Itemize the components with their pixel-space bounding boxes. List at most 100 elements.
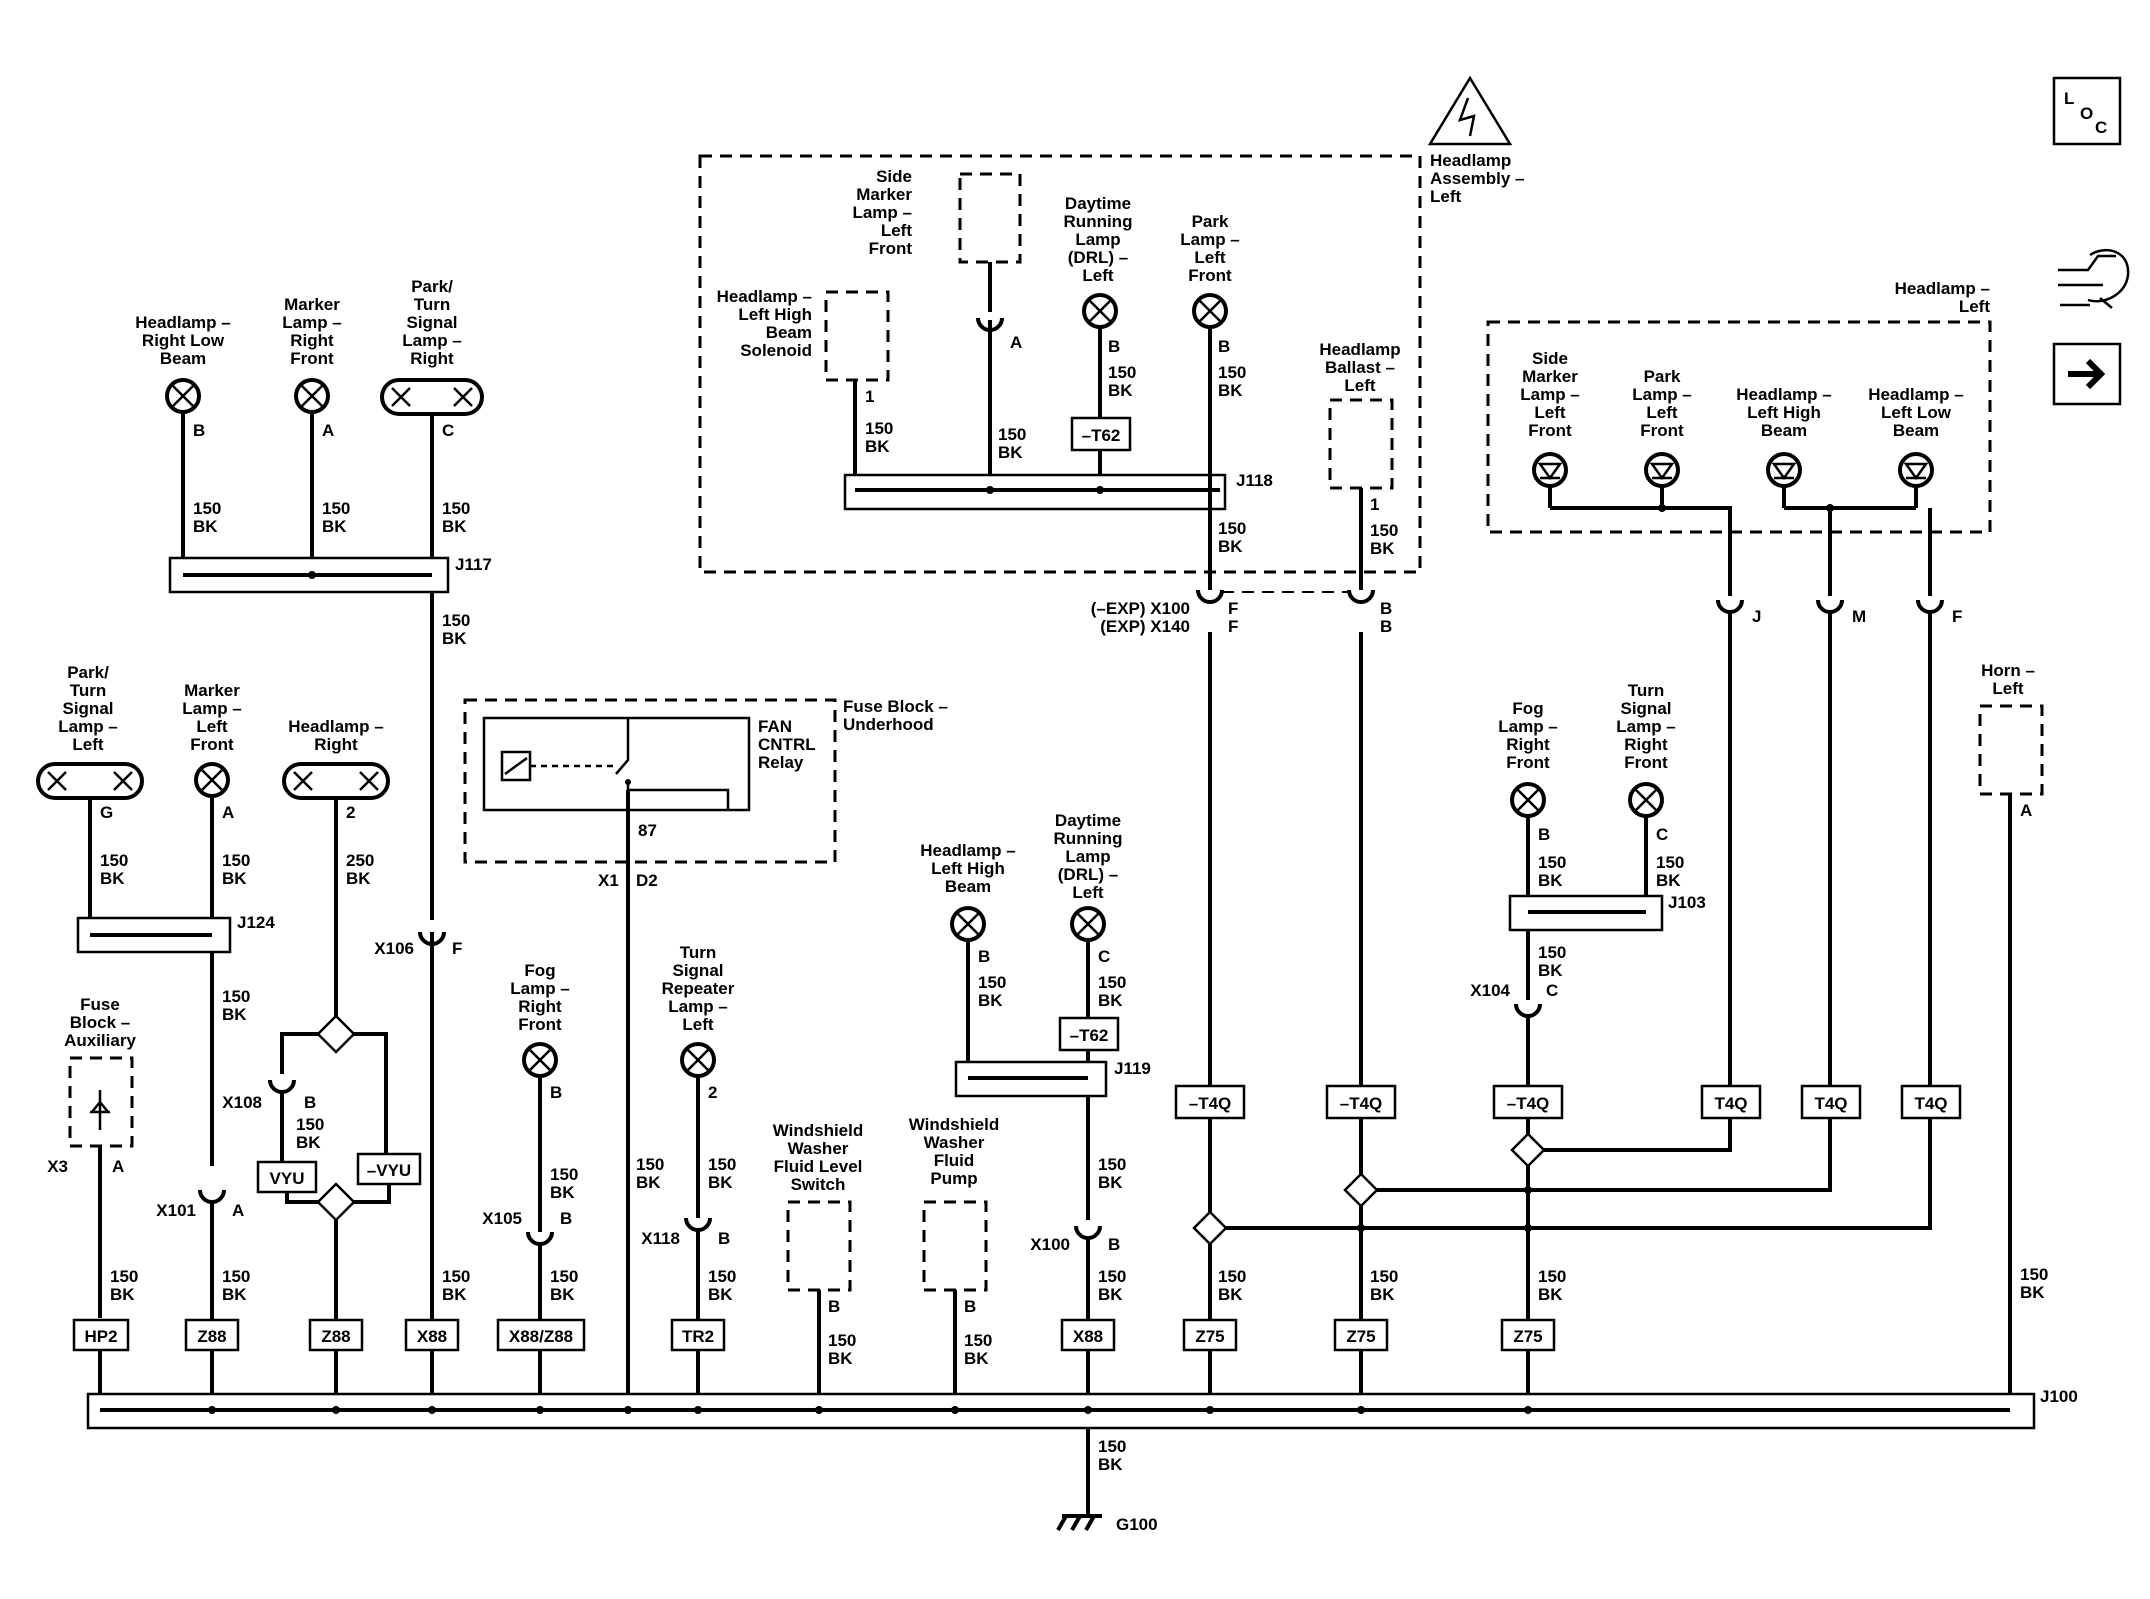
svg-text:2: 2 [346, 803, 355, 822]
svg-text:A: A [1010, 333, 1022, 352]
svg-text:150: 150 [1098, 1267, 1126, 1286]
svg-text:Lamp –: Lamp – [182, 699, 242, 718]
svg-text:Headlamp –: Headlamp – [1736, 385, 1831, 404]
svg-text:B: B [193, 421, 205, 440]
svg-text:X100: X100 [1030, 1235, 1070, 1254]
svg-text:B: B [550, 1083, 562, 1102]
svg-text:Headlamp –: Headlamp – [288, 717, 383, 736]
svg-text:Z75: Z75 [1513, 1327, 1542, 1346]
svg-text:BK: BK [2020, 1283, 2045, 1302]
svg-text:Right: Right [518, 997, 562, 1016]
svg-text:Left: Left [1344, 376, 1376, 395]
svg-text:Left: Left [1082, 266, 1114, 285]
svg-text:BK: BK [442, 517, 467, 536]
svg-text:(DRL) –: (DRL) – [1068, 248, 1128, 267]
svg-text:Daytime: Daytime [1055, 811, 1121, 830]
svg-text:B: B [1380, 617, 1392, 636]
side-marker-wire: 150 BK [988, 320, 1026, 490]
headlamp-right: Headlamp – Right 2 250 BK X108 B 150 BK … [222, 717, 422, 1410]
svg-text:Lamp –: Lamp – [1616, 717, 1676, 736]
headlamp-assembly-left-label: Headlamp Assembly – Left [1430, 151, 1525, 206]
svg-text:Running: Running [1054, 829, 1123, 848]
next-page-arrow-icon[interactable] [2052, 342, 2122, 406]
svg-text:Front: Front [1506, 753, 1550, 772]
svg-text:Switch: Switch [791, 1175, 846, 1194]
svg-text:Left: Left [682, 1015, 714, 1034]
connector-x100-x140[interactable]: (–EXP) X100 (EXP) X140 F F B B [1091, 578, 1393, 636]
svg-text:Lamp –: Lamp – [1180, 230, 1240, 249]
svg-text:Headlamp –: Headlamp – [920, 841, 1015, 860]
svg-text:C: C [1098, 947, 1110, 966]
svg-text:Right: Right [410, 349, 454, 368]
marker-lamp-lf: Marker Lamp – Left Front A 150 BK 150 BK [182, 681, 250, 1166]
svg-text:Side: Side [876, 167, 912, 186]
svg-text:Left: Left [72, 735, 104, 754]
svg-text:Marker: Marker [1522, 367, 1578, 386]
svg-text:Fog: Fog [524, 961, 555, 980]
headlamp-left-high-beam-2: Headlamp – Left High Beam [1736, 385, 1832, 508]
headlamp-left-group-wiring: J M F [1550, 504, 1962, 1086]
connector-x101[interactable]: X101 A [156, 1189, 244, 1220]
svg-text:B: B [718, 1229, 730, 1248]
svg-text:X106: X106 [374, 939, 414, 958]
svg-text:BK: BK [296, 1133, 321, 1152]
svg-text:Horn –: Horn – [1981, 661, 2035, 680]
svg-text:Signal: Signal [672, 961, 723, 980]
svg-text:A: A [112, 1157, 124, 1176]
svg-text:Solenoid: Solenoid [740, 341, 812, 360]
side-marker-lamp-lf-2: Side Marker Lamp – Left Front [1520, 349, 1580, 508]
splice-j119: J119 150 BK [954, 1059, 1151, 1192]
svg-text:Left: Left [1959, 297, 1991, 316]
svg-text:Signal: Signal [1620, 699, 1671, 718]
svg-text:BK: BK [998, 443, 1023, 462]
bottom-wire-labels: 150 BK 150 BK 150 BK 150 BK 150 BK [222, 1267, 1126, 1304]
svg-text:150: 150 [828, 1331, 856, 1350]
svg-text:Lamp –: Lamp – [852, 203, 912, 222]
svg-text:Left: Left [1646, 403, 1678, 422]
svg-text:Front: Front [518, 1015, 562, 1034]
svg-text:CNTRL: CNTRL [758, 735, 816, 754]
loc-icon[interactable]: L O C [2052, 76, 2122, 146]
svg-text:Beam: Beam [766, 323, 812, 342]
ground-g100: 150 BK G100 [1056, 1428, 1158, 1534]
svg-text:T4Q: T4Q [1914, 1094, 1947, 1113]
svg-text:HP2: HP2 [84, 1327, 117, 1346]
park-lamp-lf-2: Park Lamp – Left Front [1632, 367, 1692, 508]
svg-text:X118: X118 [641, 1229, 680, 1248]
svg-text:1: 1 [1370, 495, 1379, 514]
svg-text:F: F [1228, 599, 1238, 618]
turn-signal-repeater-lamp-left: Turn Signal Repeater Lamp – Left 2 150 B… [641, 943, 736, 1410]
svg-text:Ballast –: Ballast – [1325, 358, 1395, 377]
drl-left-lamp: Daytime Running Lamp (DRL) – Left B 150 … [1064, 194, 1136, 490]
svg-text:250: 250 [346, 851, 374, 870]
svg-text:Left: Left [1430, 187, 1462, 206]
connector-x104[interactable]: X104 C [1470, 981, 1558, 1096]
svg-text:Lamp –: Lamp – [510, 979, 570, 998]
svg-text:–VYU: –VYU [367, 1161, 411, 1180]
option-t4q-row: –T4Q –T4Q –T4Q T4Q T4Q T4Q 150 BK 150 BK… [1174, 632, 1962, 1320]
svg-text:Right: Right [290, 331, 334, 350]
svg-text:Block –: Block – [70, 1013, 130, 1032]
svg-text:X1: X1 [598, 871, 619, 890]
svg-text:150: 150 [708, 1267, 736, 1286]
svg-text:Park: Park [1192, 212, 1229, 231]
svg-text:BK: BK [442, 1285, 467, 1304]
svg-text:F: F [1952, 607, 1962, 626]
svg-text:B: B [560, 1209, 572, 1228]
connector-x100[interactable]: X100 B [1030, 1225, 1120, 1320]
svg-text:Headlamp: Headlamp [1430, 151, 1511, 170]
windshield-washer-fluid-level-switch: Windshield Washer Fluid Level Switch B 1… [773, 1121, 863, 1410]
procedure-icon[interactable] [2058, 248, 2130, 309]
svg-text:150: 150 [222, 987, 250, 1006]
svg-text:Right: Right [314, 735, 358, 754]
svg-text:B: B [1380, 599, 1392, 618]
esd-warning-icon [1427, 75, 1513, 146]
svg-text:Headlamp –: Headlamp – [1868, 385, 1963, 404]
headlamp-right-low-beam: Headlamp – Right Low Beam B 150 BK [135, 313, 231, 578]
svg-text:Front: Front [1640, 421, 1684, 440]
fuse-block-underhood: Fuse Block – Underhood FAN CNTRL Relay 8… [463, 697, 948, 1410]
svg-text:BK: BK [978, 991, 1003, 1010]
svg-text:J119: J119 [1114, 1059, 1151, 1078]
svg-text:X105: X105 [482, 1209, 522, 1228]
svg-text:J124: J124 [237, 913, 275, 932]
